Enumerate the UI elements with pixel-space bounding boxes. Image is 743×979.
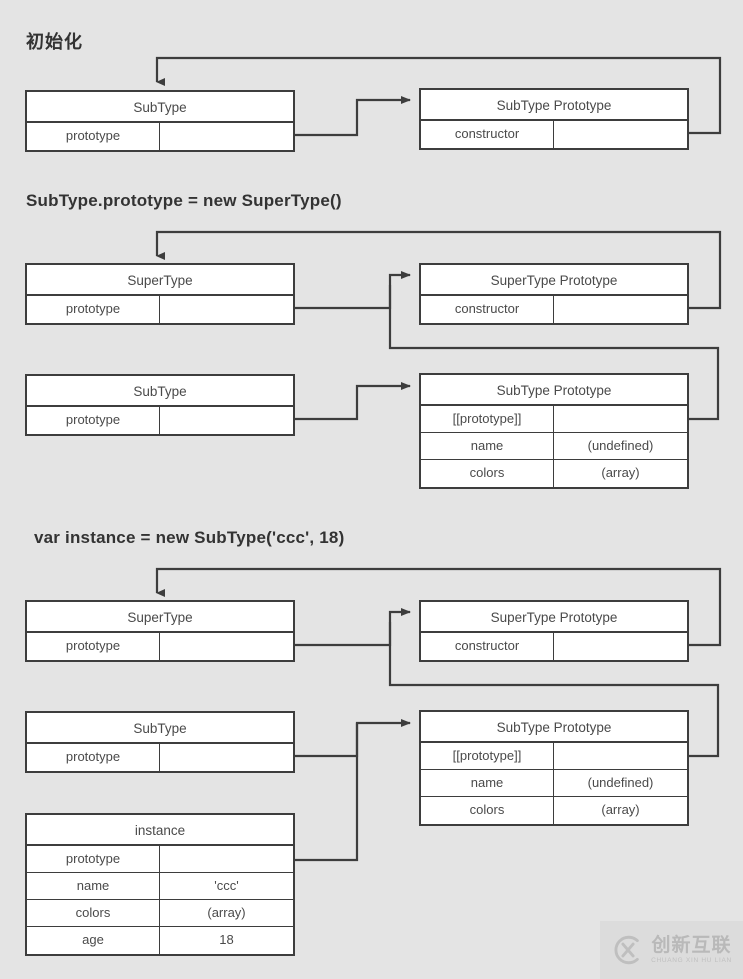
row-value xyxy=(160,123,293,150)
box-subtype-s2: SubType prototype xyxy=(25,374,295,436)
box-row: constructor xyxy=(421,121,687,148)
section-title-2: SubType.prototype = new SuperType() xyxy=(26,191,342,210)
row-value xyxy=(160,846,293,872)
row-key: prototype xyxy=(27,407,160,434)
box-subtype-s3: SubType prototype xyxy=(25,711,295,773)
row-value xyxy=(554,406,687,432)
box-row: constructor xyxy=(421,633,687,660)
box-header: SubType xyxy=(27,376,293,407)
box-row: prototype xyxy=(27,407,293,434)
box-header: SuperType xyxy=(27,265,293,296)
row-value xyxy=(554,121,687,148)
wire-s3-supertype-to-proto xyxy=(295,608,411,647)
cx-logo-icon xyxy=(614,935,639,965)
box-header: instance xyxy=(27,815,293,846)
row-key: name xyxy=(27,873,160,899)
section-title-1: 初始化 xyxy=(26,32,83,52)
row-key: prototype xyxy=(27,633,160,660)
box-row: prototype xyxy=(27,296,293,323)
box-instance-s3: instance prototype name 'ccc' colors (ar… xyxy=(25,813,295,956)
row-key: name xyxy=(421,770,554,796)
wire-s1-subtype-to-proto xyxy=(295,96,411,137)
box-row: [[prototype]] xyxy=(421,743,687,770)
watermark-pinyin: CHUANG XIN HU LIAN xyxy=(651,956,732,964)
row-key: constructor xyxy=(421,121,554,148)
row-value xyxy=(160,407,293,434)
box-row: prototype xyxy=(27,744,293,771)
wire-s3-instance-to-subtype-proto xyxy=(295,723,359,862)
box-row: age 18 xyxy=(27,927,293,954)
box-subtype-prototype-s1: SubType Prototype constructor xyxy=(419,88,689,150)
box-header: SubType Prototype xyxy=(421,90,687,121)
box-subtype-prototype-s3: SubType Prototype [[prototype]] name (un… xyxy=(419,710,689,826)
row-key: colors xyxy=(27,900,160,926)
box-supertype-prototype-s2: SuperType Prototype constructor xyxy=(419,263,689,325)
box-row: colors (array) xyxy=(421,797,687,824)
row-value: (array) xyxy=(207,905,246,920)
box-row: prototype xyxy=(27,633,293,660)
row-key: colors xyxy=(421,460,554,487)
box-supertype-s3: SuperType prototype xyxy=(25,600,295,662)
row-key: prototype xyxy=(27,296,160,323)
box-row: colors (array) xyxy=(27,900,293,927)
box-supertype-prototype-s3: SuperType Prototype constructor xyxy=(419,600,689,662)
box-supertype-s2: SuperType prototype xyxy=(25,263,295,325)
wire-s2-subtype-to-proto xyxy=(295,382,411,421)
row-value xyxy=(554,743,687,769)
box-header: SubType Prototype xyxy=(421,375,687,406)
row-key: name xyxy=(421,433,554,459)
box-row: colors (array) xyxy=(421,460,687,487)
box-row: prototype xyxy=(27,123,293,150)
wire-s3-protolink-to-supertype-proto xyxy=(388,622,720,758)
box-row: name (undefined) xyxy=(421,433,687,460)
box-header: SubType Prototype xyxy=(421,712,687,743)
box-row: prototype xyxy=(27,846,293,873)
box-header: SubType xyxy=(27,92,293,123)
row-value xyxy=(160,744,293,771)
row-key: constructor xyxy=(421,296,554,323)
box-subtype-s1: SubType prototype xyxy=(25,90,295,152)
row-key: prototype xyxy=(27,846,160,872)
row-key: age xyxy=(27,927,160,954)
box-header: SuperType xyxy=(27,602,293,633)
row-value: 'ccc' xyxy=(214,878,239,893)
box-row: name (undefined) xyxy=(421,770,687,797)
box-row: name 'ccc' xyxy=(27,873,293,900)
row-value: 18 xyxy=(219,932,234,947)
watermark: 创新互联 CHUANG XIN HU LIAN xyxy=(600,921,743,979)
row-value: (undefined) xyxy=(587,438,654,453)
row-key: prototype xyxy=(27,123,160,150)
box-row: constructor xyxy=(421,296,687,323)
row-value: (undefined) xyxy=(587,775,654,790)
row-value xyxy=(554,296,687,323)
box-header: SuperType Prototype xyxy=(421,265,687,296)
section-title-3: var instance = new SubType('ccc', 18) xyxy=(34,528,345,547)
row-key: colors xyxy=(421,797,554,824)
wire-s3-ctor-to-supertype xyxy=(155,567,722,647)
row-key: [[prototype]] xyxy=(421,743,554,769)
wire-s2-supertype-to-proto xyxy=(295,271,411,310)
box-header: SuperType Prototype xyxy=(421,602,687,633)
row-value: (array) xyxy=(601,802,640,817)
row-value: (array) xyxy=(601,465,640,480)
box-subtype-prototype-s2: SubType Prototype [[prototype]] name (un… xyxy=(419,373,689,489)
row-value xyxy=(160,633,293,660)
watermark-chinese: 创新互联 xyxy=(651,934,732,956)
wire-s2-ctor-to-supertype xyxy=(155,230,722,310)
row-value xyxy=(160,296,293,323)
row-key: [[prototype]] xyxy=(421,406,554,432)
row-key: prototype xyxy=(27,744,160,771)
watermark-text: 创新互联 CHUANG XIN HU LIAN xyxy=(651,936,732,965)
box-row: [[prototype]] xyxy=(421,406,687,433)
row-key: constructor xyxy=(421,633,554,660)
row-value xyxy=(554,633,687,660)
wire-s2-protolink-to-supertype-proto xyxy=(388,285,720,421)
wire-s3-subtype-to-proto xyxy=(295,719,411,758)
box-header: SubType xyxy=(27,713,293,744)
wire-s1-ctor-to-subtype xyxy=(155,56,722,135)
